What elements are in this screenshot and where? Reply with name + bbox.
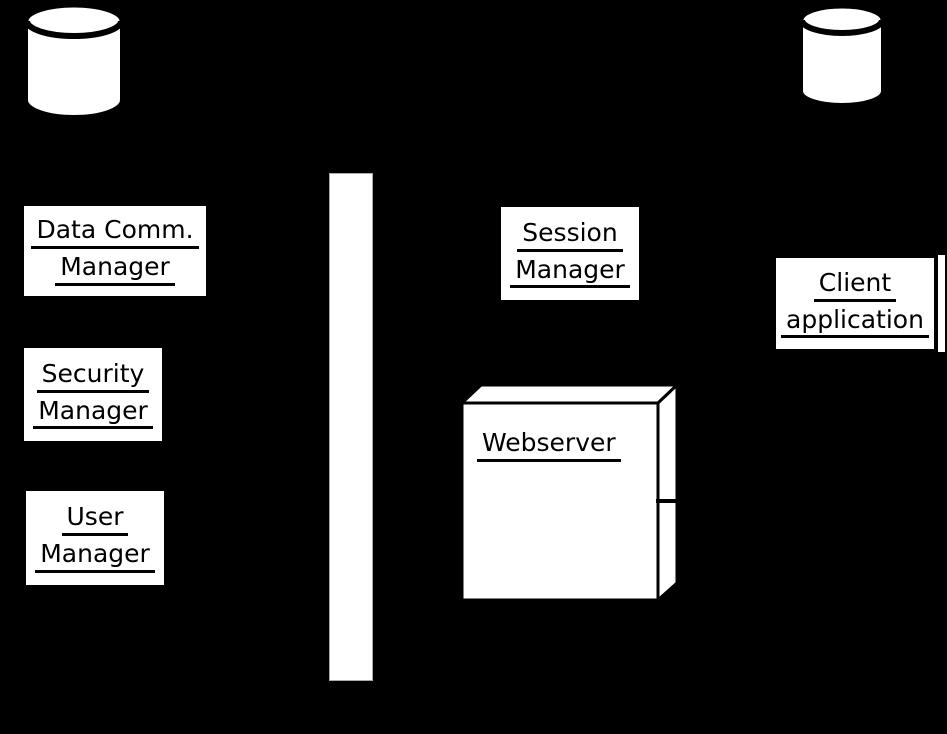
object-label-line: Manager — [33, 396, 153, 430]
activation-bar — [329, 173, 373, 681]
object-label-line: User — [61, 502, 129, 536]
cylinder-rim — [799, 19, 885, 36]
object-label-line: Manager — [510, 255, 630, 289]
object-label-line: Data Comm. — [31, 215, 199, 249]
object-box-data-comm-manager: Data Comm. Manager — [21, 203, 209, 299]
object-label-line: Manager — [35, 539, 155, 573]
object-label-line: Manager — [55, 252, 175, 286]
object-label-line: Client — [813, 268, 897, 302]
node-3d-box-icon — [458, 381, 681, 604]
node-right-face — [656, 381, 679, 604]
database-cylinder-icon — [799, 5, 885, 105]
object-box-security-manager: Security Manager — [21, 345, 165, 444]
cropped-shape-right-edge — [938, 255, 945, 352]
node-webserver: Webserver — [455, 378, 685, 608]
node-label: Webserver — [477, 428, 621, 462]
node-top-face — [458, 383, 681, 405]
object-label-line: Security — [36, 359, 150, 393]
object-box-session-manager: Session Manager — [498, 204, 642, 303]
node-front-face — [460, 401, 660, 602]
cylinder-body — [26, 20, 122, 117]
database-cylinder-icon — [24, 4, 124, 117]
object-box-client-application: Client application — [773, 255, 937, 352]
cylinder-body — [801, 19, 883, 105]
object-box-user-manager: User Manager — [23, 488, 167, 588]
object-label-line: application — [781, 305, 929, 339]
cylinder-rim — [24, 20, 124, 39]
object-label-line: Session — [517, 218, 623, 252]
